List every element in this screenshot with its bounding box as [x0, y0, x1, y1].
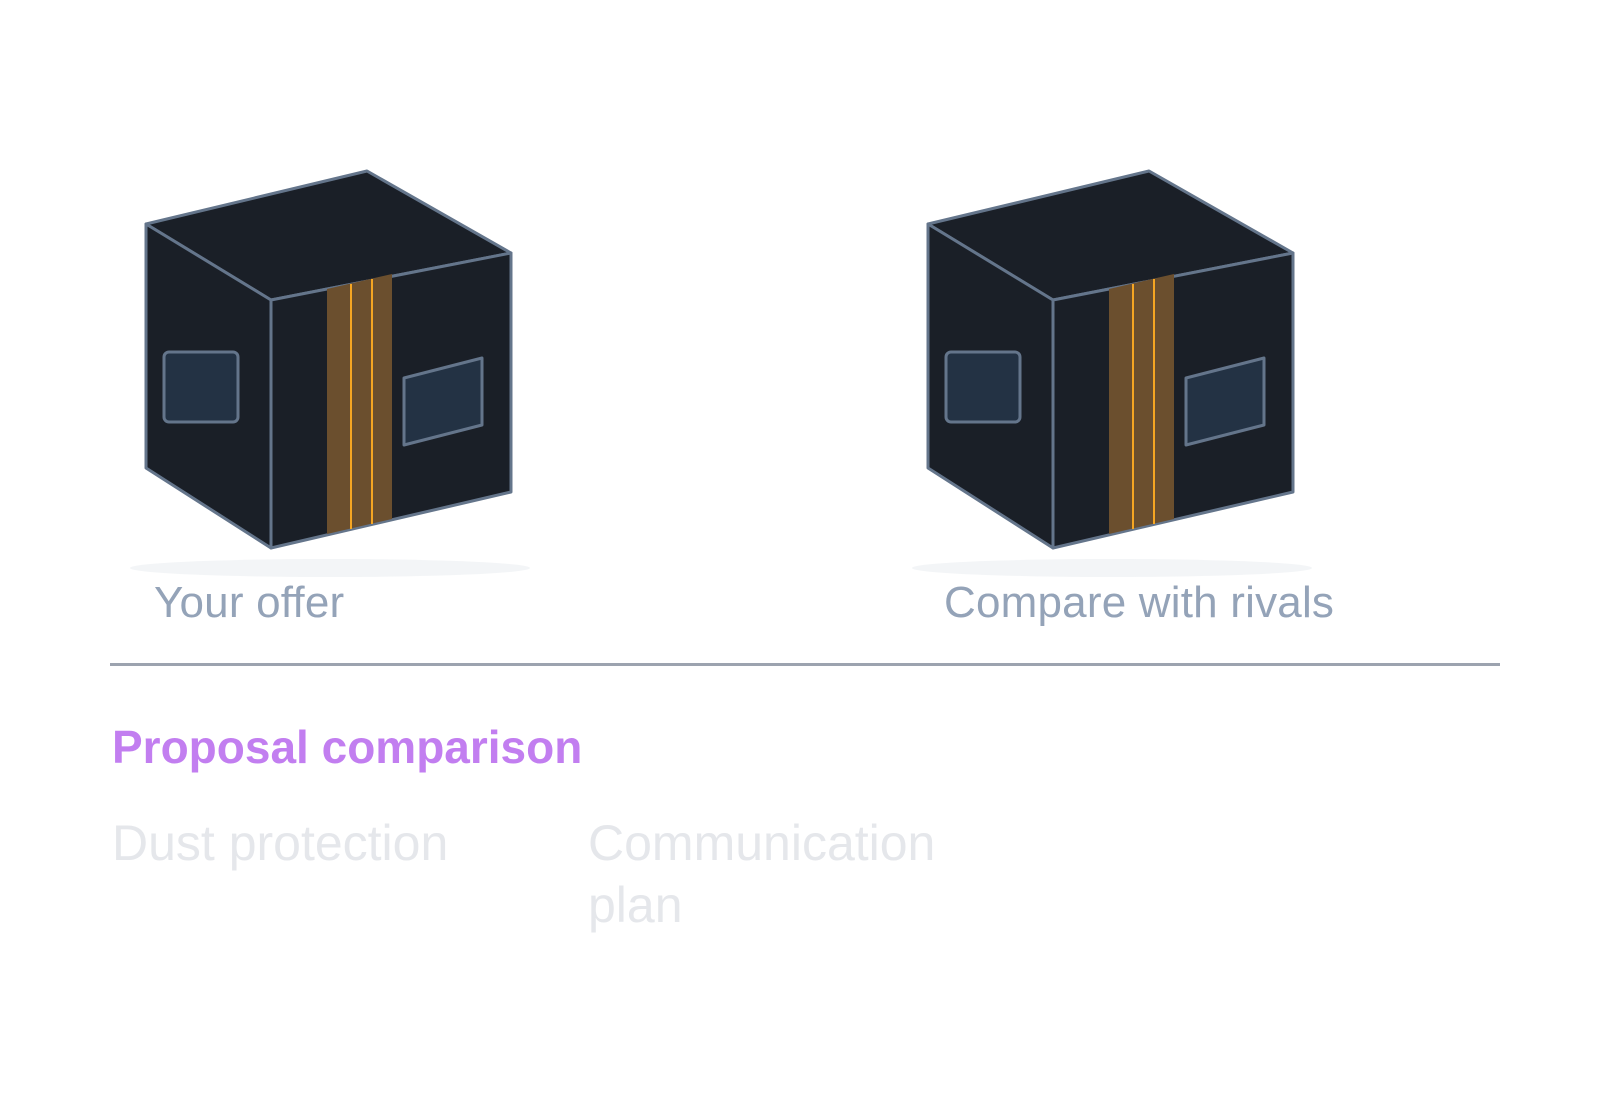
box-icon: [130, 169, 530, 577]
option-label: Compare with rivals: [944, 578, 1335, 627]
feature-communication-plan[interactable]: Communication plan: [588, 815, 936, 933]
feature-dust-protection[interactable]: Dust protection: [112, 815, 449, 871]
section-title: Proposal comparison: [112, 721, 583, 773]
box-icon: [912, 169, 1312, 577]
option-compare-with-rivals[interactable]: Compare with rivals: [912, 150, 1335, 650]
option-label: Your offer: [154, 578, 345, 627]
option-your-offer[interactable]: Your offer: [130, 150, 550, 650]
divider: [110, 663, 1500, 666]
